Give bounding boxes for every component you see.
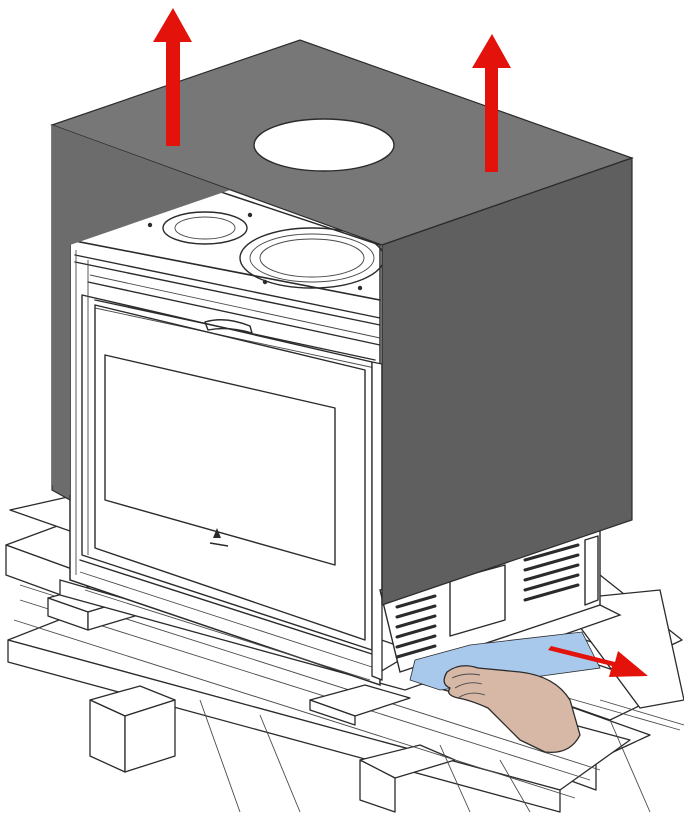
vent-grille-right: [523, 543, 580, 602]
lift-arrow-right: [472, 34, 511, 172]
brand-logo: [209, 528, 229, 547]
hand-icon: [443, 665, 581, 754]
pull-arrow: [548, 646, 648, 677]
cardboard-cover: [50, 39, 634, 606]
cover-flue-hole: [253, 118, 395, 172]
vent-grille-left: [395, 594, 437, 659]
lift-arrow-left: [153, 8, 192, 146]
